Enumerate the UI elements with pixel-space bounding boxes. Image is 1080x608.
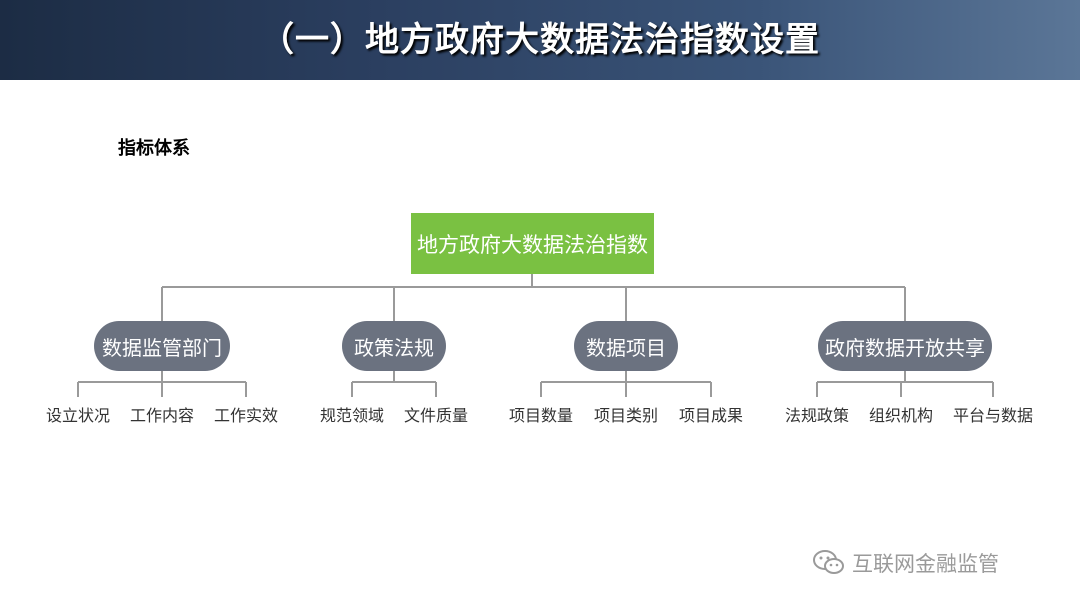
watermark-text: 互联网金融监管 (852, 552, 999, 576)
category-node-data-regulator: 数据监管部门 (94, 321, 230, 371)
title-banner: （一）地方政府大数据法治指数设置 (0, 0, 1080, 80)
category-node-open-data: 政府数据开放共享 (818, 321, 992, 371)
leaf-node: 工作实效 (213, 406, 278, 425)
leaf-node: 平台与数据 (952, 406, 1033, 425)
page-title: （一）地方政府大数据法治指数设置 (260, 20, 820, 60)
leaf-node: 法规政策 (784, 406, 849, 425)
leaf-node: 项目类别 (593, 406, 658, 425)
leaf-node: 规范领域 (319, 406, 384, 425)
leaf-node: 组织机构 (868, 406, 933, 425)
leaf-node: 项目数量 (508, 406, 573, 425)
leaf-node: 工作内容 (129, 406, 194, 425)
leaf-node: 项目成果 (678, 406, 743, 425)
wechat-icon (813, 550, 844, 574)
category-node-policy: 政策法规 (342, 321, 446, 371)
category-node-project: 数据项目 (574, 321, 678, 371)
root-node: 地方政府大数据法治指数 (411, 213, 654, 274)
leaf-node: 设立状况 (45, 406, 110, 425)
leaf-node: 文件质量 (403, 406, 468, 425)
watermark: 互联网金融监管 (812, 546, 1052, 580)
section-label: 指标体系 (118, 138, 190, 159)
